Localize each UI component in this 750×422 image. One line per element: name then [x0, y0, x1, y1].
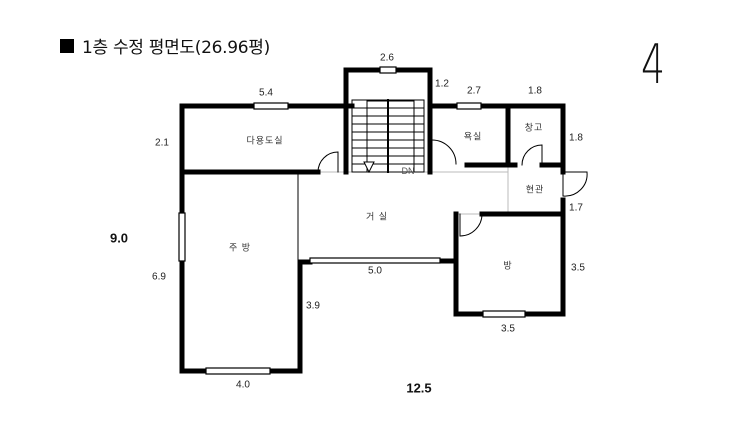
- room-label-entrance: 현관: [525, 184, 545, 195]
- page-number: 4: [641, 33, 666, 96]
- room-label-bath: 욕실: [463, 131, 483, 142]
- dim-kitchen-bottom: 4.0: [236, 379, 250, 391]
- dim-utility-left: 2.1: [155, 137, 169, 149]
- title-text: 1층 수정 평면도(26.96평): [82, 38, 270, 58]
- dim-stair-top: 2.6: [380, 52, 394, 64]
- dim-utility-top: 5.4: [259, 87, 273, 99]
- bullet-square-icon: [60, 38, 74, 53]
- room-label-kitchen: 주 방: [228, 242, 252, 253]
- room-label-living: 거 실: [365, 211, 389, 222]
- dim-stair-right: 1.2: [435, 78, 449, 90]
- dim-storage-right: 1.8: [569, 132, 583, 144]
- dim-kitchen-left: 6.9: [152, 271, 166, 283]
- dim-room-right: 3.5: [571, 262, 585, 274]
- room-label-room: 방: [503, 260, 513, 271]
- stair-down-label: DN: [401, 166, 415, 176]
- dim-overall-height: 9.0: [109, 230, 129, 246]
- dim-room-bottom: 3.5: [501, 323, 515, 335]
- dim-bath-top: 2.7: [467, 85, 481, 97]
- room-label-utility: 다용도실: [246, 135, 284, 146]
- dim-living-window: 5.0: [368, 265, 382, 277]
- page-title: 1층 수정 평면도(26.96평): [60, 33, 270, 58]
- dim-storage-top: 1.8: [528, 85, 542, 97]
- dim-kitchen-right: 3.9: [306, 300, 320, 312]
- dim-entrance-right: 1.7: [569, 202, 583, 214]
- room-label-storage: 창고: [524, 122, 544, 133]
- dim-overall-width: 12.5: [406, 380, 432, 396]
